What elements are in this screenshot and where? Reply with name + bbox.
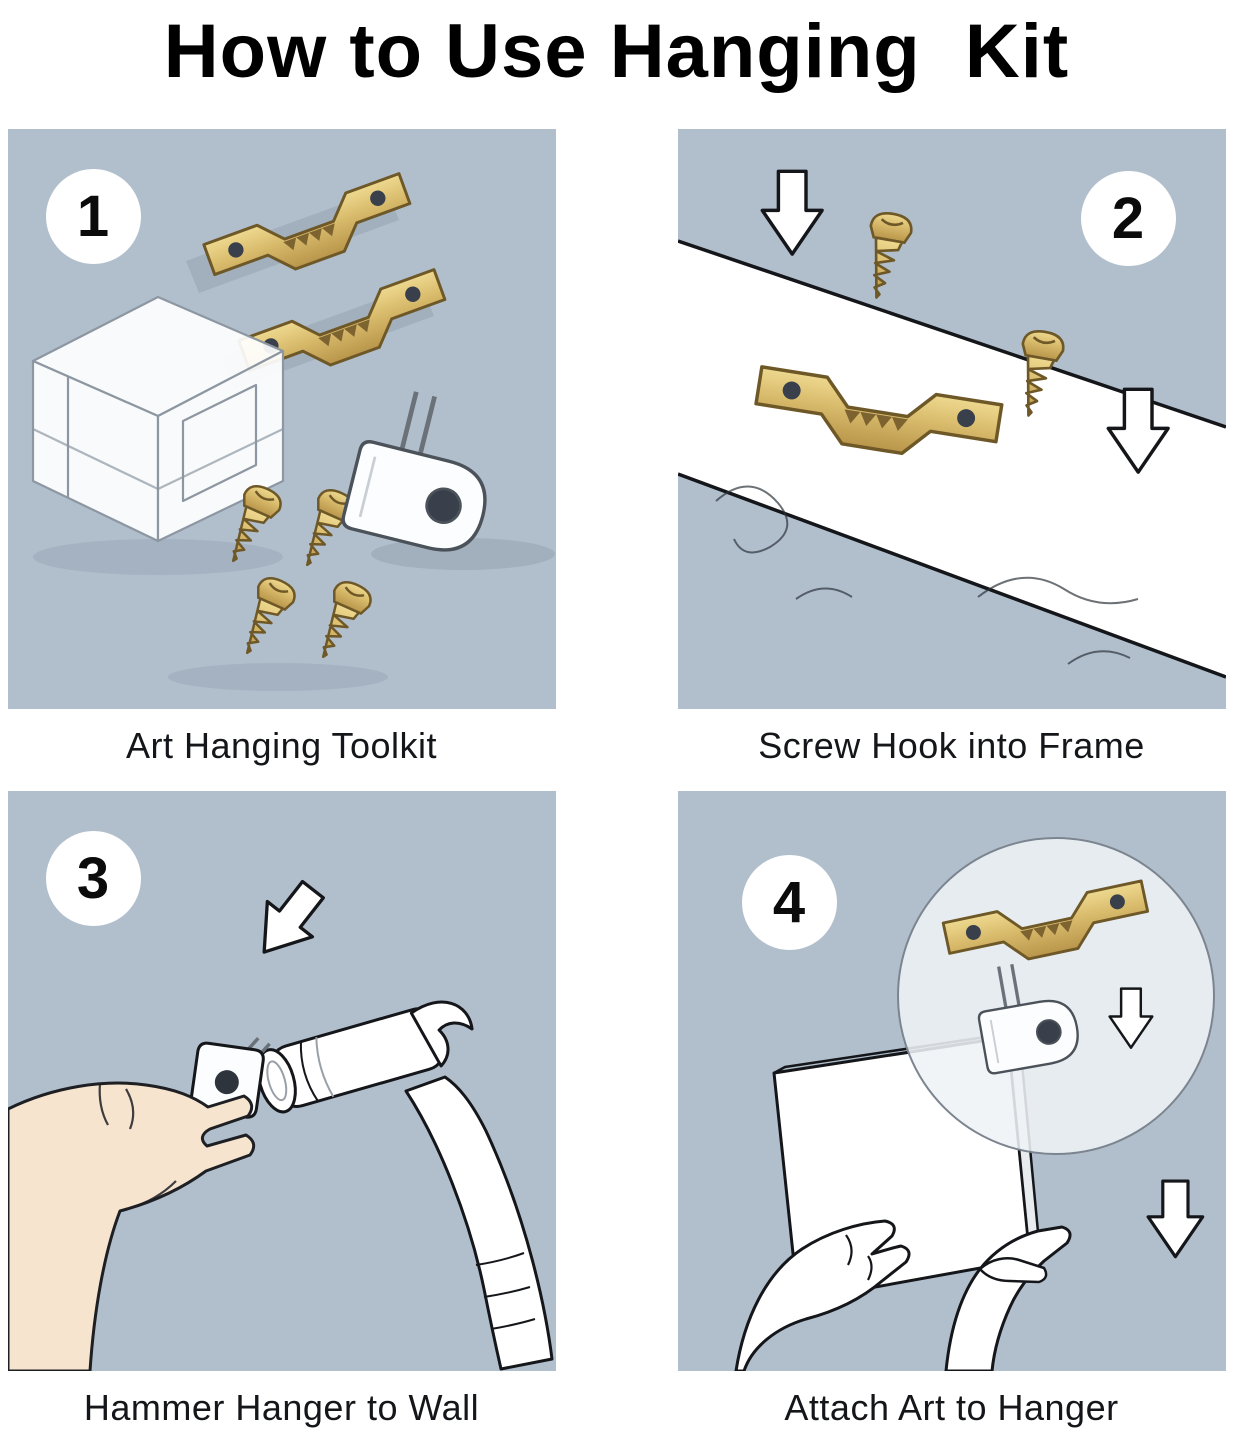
steps-grid: 1 Art Hanging Toolkit bbox=[0, 129, 1233, 1429]
step-1-panel: 1 bbox=[7, 129, 556, 710]
step-number: 3 bbox=[76, 846, 110, 912]
screw-into-frame-illustration bbox=[677, 169, 1226, 680]
screw-icon bbox=[856, 209, 915, 304]
hand-icon bbox=[7, 1081, 255, 1372]
hammer-icon bbox=[256, 1001, 553, 1371]
wall-hook-icon bbox=[341, 382, 508, 559]
attach-art-illustration bbox=[734, 837, 1215, 1372]
toolkit-illustration bbox=[31, 172, 555, 692]
down-arrow-icon bbox=[239, 870, 337, 972]
step-number-badge: 4 bbox=[741, 855, 837, 951]
magnifier-circle bbox=[896, 837, 1215, 1156]
step-number-badge: 2 bbox=[1080, 171, 1176, 267]
step-3: 3 Hammer Hanger to Wall bbox=[7, 791, 556, 1429]
step-number-badge: 3 bbox=[45, 831, 141, 927]
step-4: 4 Attach Art to Hanger bbox=[677, 791, 1226, 1429]
step-number: 2 bbox=[1111, 186, 1145, 252]
hammer-to-wall-illustration bbox=[7, 870, 553, 1372]
step-4-caption: Attach Art to Hanger bbox=[784, 1387, 1119, 1429]
step-number: 4 bbox=[772, 870, 806, 936]
step-number: 1 bbox=[76, 184, 110, 250]
hand-icon bbox=[734, 1219, 911, 1372]
hand-icon bbox=[944, 1225, 1072, 1372]
step-2-panel: 2 bbox=[677, 129, 1226, 710]
down-arrow-icon bbox=[760, 169, 824, 257]
screw-icon bbox=[306, 576, 376, 668]
step-1: 1 Art Hanging Toolkit bbox=[7, 129, 556, 767]
step-number-badge: 1 bbox=[45, 169, 141, 265]
step-1-caption: Art Hanging Toolkit bbox=[126, 725, 437, 767]
step-4-panel: 4 bbox=[677, 791, 1226, 1372]
step-3-panel: 3 bbox=[7, 791, 556, 1372]
step-2: 2 Screw Hook into Frame bbox=[677, 129, 1226, 767]
screw-icon bbox=[230, 572, 300, 664]
down-arrow-icon bbox=[1146, 1179, 1204, 1259]
wood-grain bbox=[714, 485, 1138, 666]
page-title: How to Use Hanging Kit bbox=[163, 9, 1070, 94]
step-2-caption: Screw Hook into Frame bbox=[758, 725, 1145, 767]
step-3-caption: Hammer Hanger to Wall bbox=[83, 1387, 480, 1429]
